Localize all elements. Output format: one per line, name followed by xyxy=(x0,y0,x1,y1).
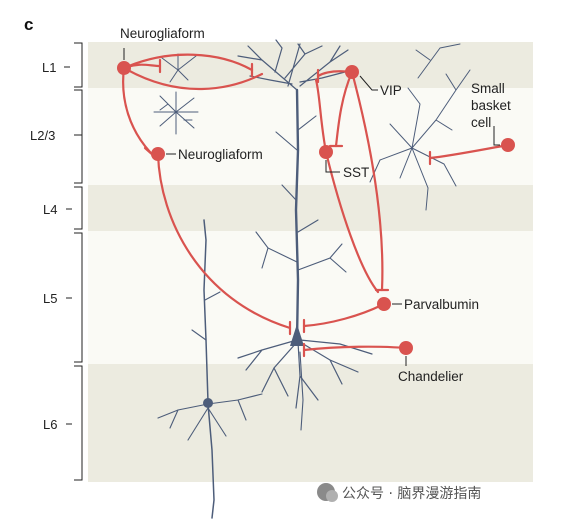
vip-soma xyxy=(345,65,359,79)
label-sst: SST xyxy=(343,165,369,180)
small-basket-soma xyxy=(501,138,515,152)
layer-band-l5 xyxy=(88,231,533,364)
label-small-basket-2: basket xyxy=(471,98,511,113)
label-neurogliaform-l1: Neurogliaform xyxy=(120,26,205,41)
layer-brackets xyxy=(64,42,83,481)
layer-label-l4: L4 xyxy=(43,202,57,217)
layer-label-l6: L6 xyxy=(43,417,57,432)
small-basket-dendrites xyxy=(369,43,471,211)
layer-label-l23: L2/3 xyxy=(30,128,55,143)
l6-neuron xyxy=(157,219,263,519)
neurogliaform-l23-soma xyxy=(151,147,165,161)
l6-soma xyxy=(203,398,213,408)
label-neurogliaform-l23: Neurogliaform xyxy=(178,147,263,162)
parvalbumin-soma xyxy=(377,297,391,311)
layer-band-l23 xyxy=(88,88,533,185)
watermark-text: 公众号 · 脑界漫游指南 xyxy=(342,486,481,502)
neurogliaform-l1-soma xyxy=(117,61,131,75)
label-small-basket-1: Small xyxy=(471,81,505,96)
layer-band-l4 xyxy=(88,185,533,231)
label-small-basket-3: cell xyxy=(471,115,491,130)
layer-label-l5: L5 xyxy=(43,291,57,306)
pyramidal-neuron xyxy=(237,39,373,431)
layer-band-l6 xyxy=(88,364,533,482)
connections xyxy=(122,53,510,358)
label-vip: VIP xyxy=(380,83,402,98)
neurogliaform-dendrites xyxy=(153,53,199,135)
label-chandelier: Chandelier xyxy=(398,369,464,384)
sst-soma xyxy=(319,145,333,159)
leader-lines xyxy=(123,48,500,366)
panel-letter: c xyxy=(24,15,33,34)
label-parvalbumin: Parvalbumin xyxy=(404,297,479,312)
layer-label-l1: L1 xyxy=(42,60,56,75)
watermark: 公众号 · 脑界漫游指南 xyxy=(317,483,481,502)
chandelier-soma xyxy=(399,341,413,355)
pyramidal-soma xyxy=(290,324,304,346)
